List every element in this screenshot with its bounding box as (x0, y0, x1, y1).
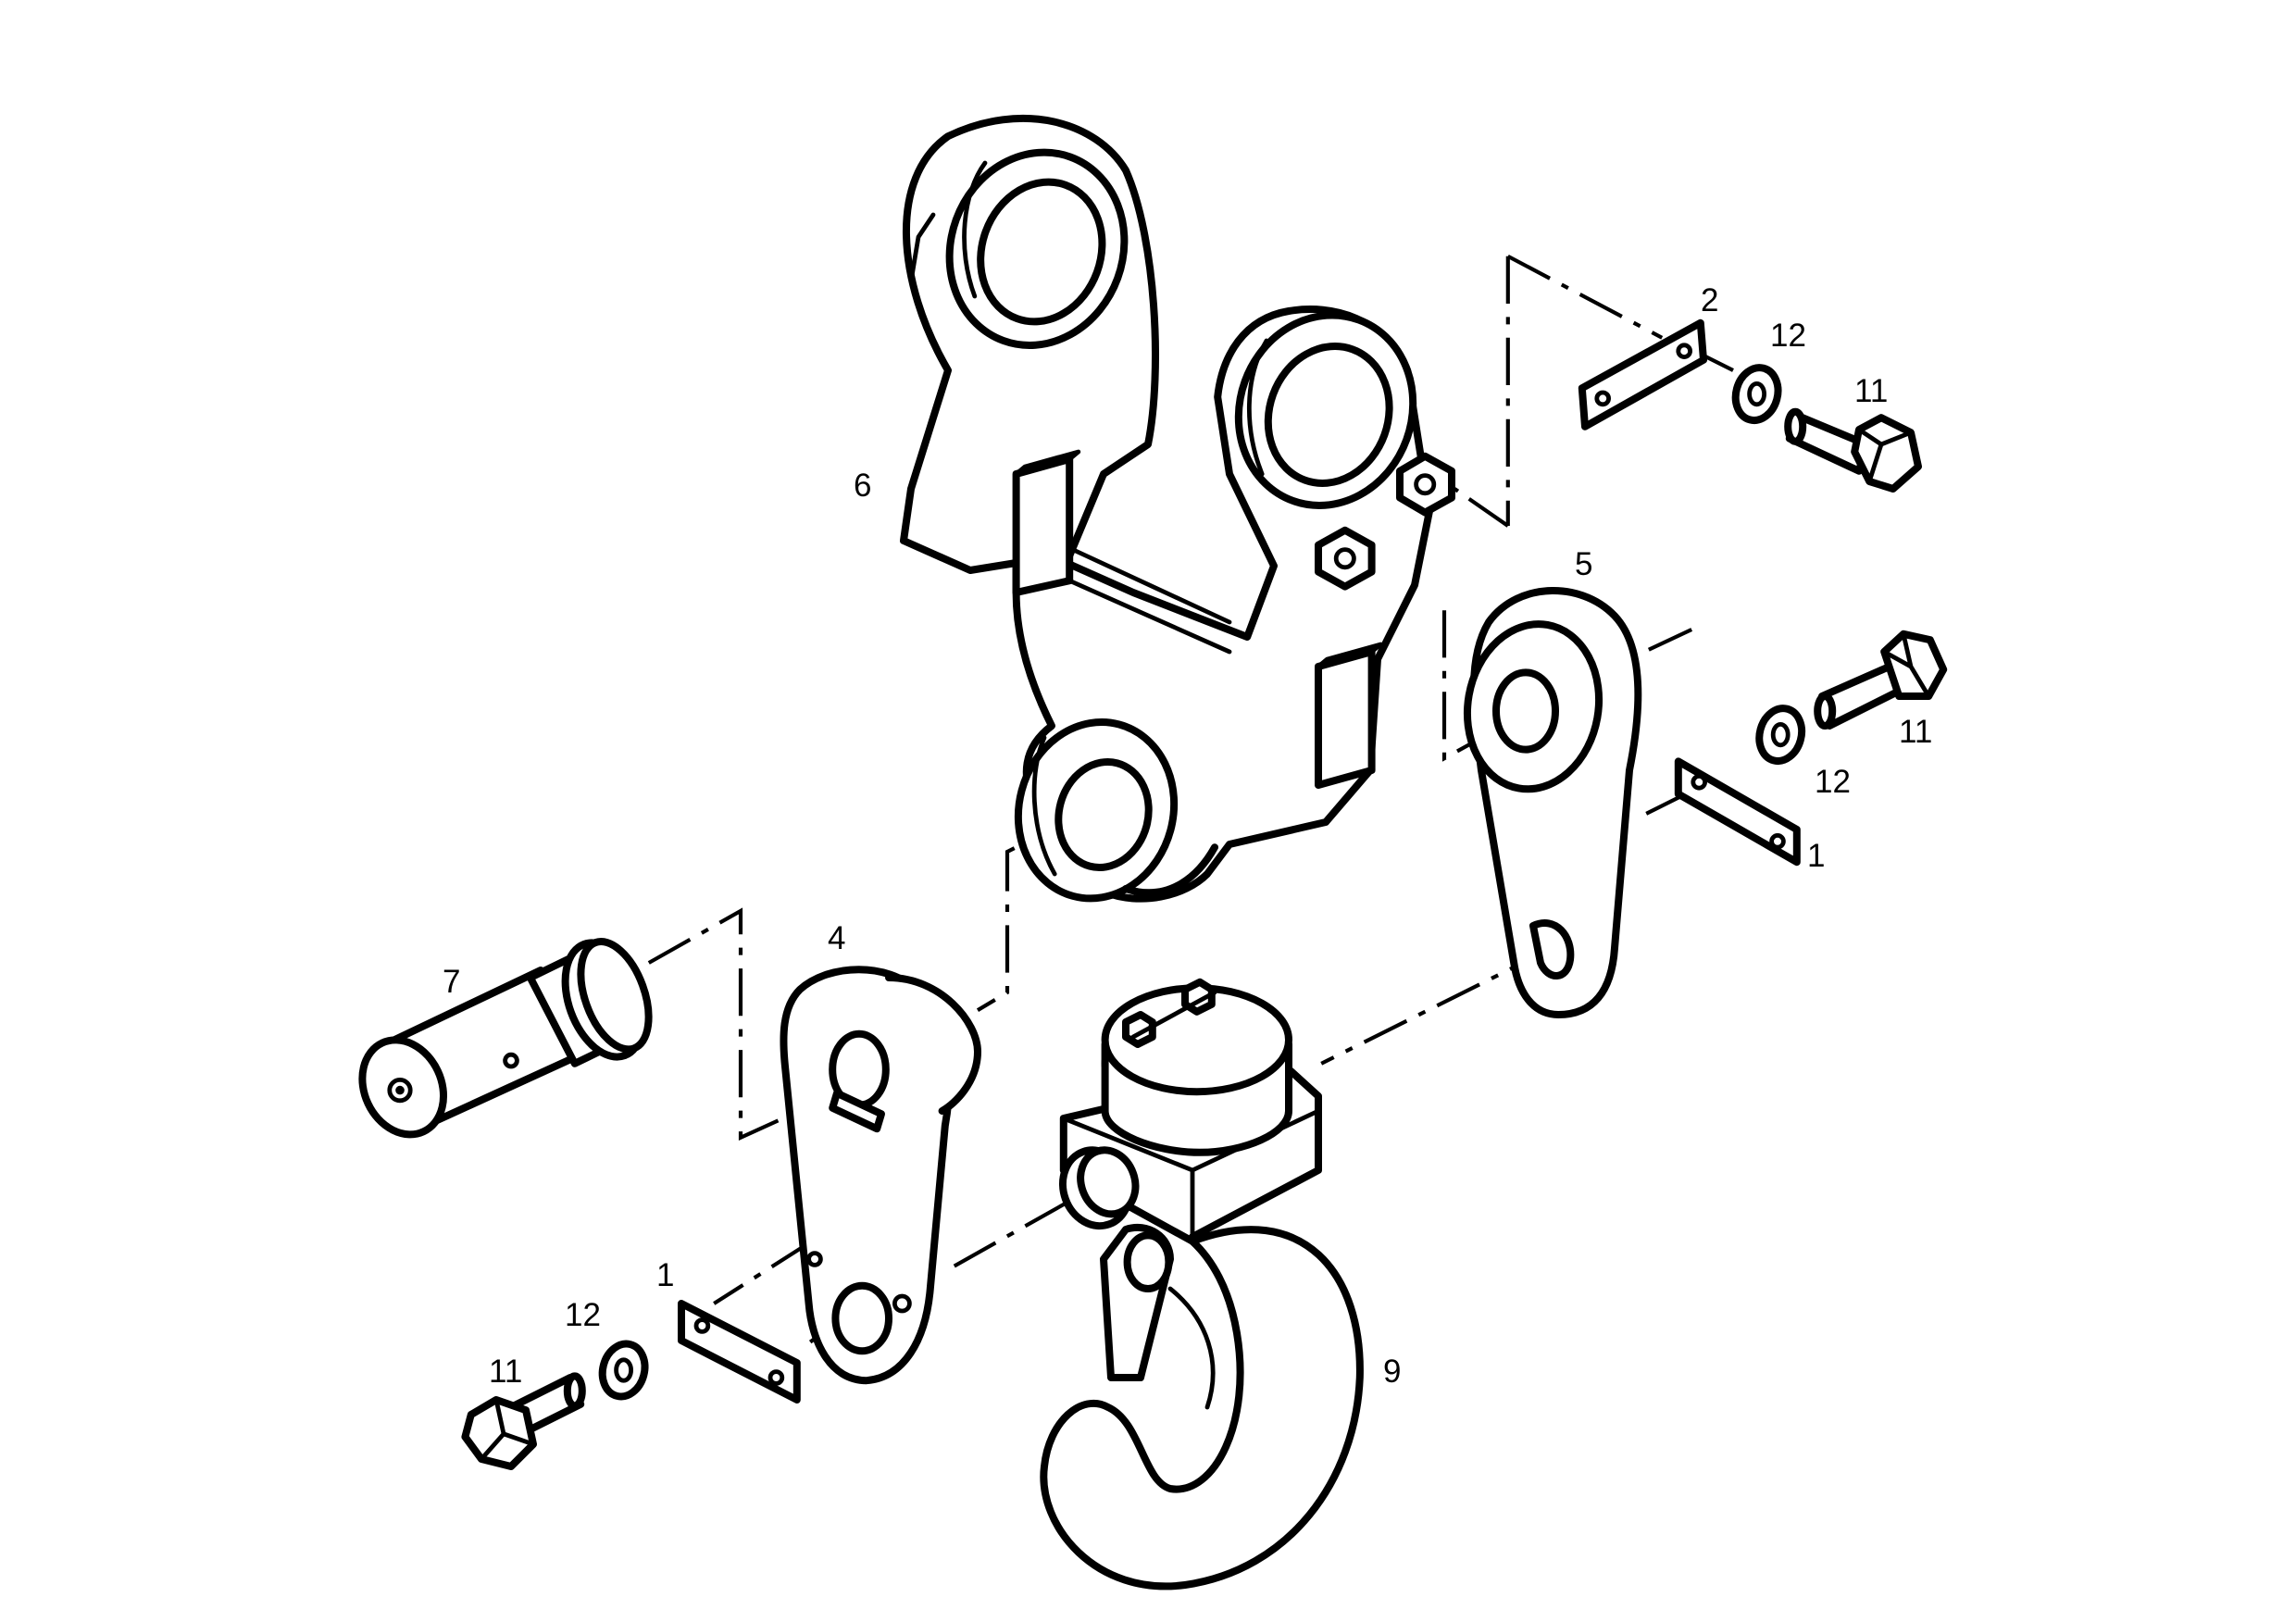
locking-plates (678, 318, 1801, 1404)
callout-part-1-left: 1 (656, 1257, 675, 1293)
callout-part-11-bottom: 11 (489, 1354, 523, 1390)
callout-part-9: 9 (1383, 1354, 1402, 1390)
callout-part-6: 6 (854, 468, 872, 504)
callout-part-12-top: 12 (1770, 318, 1806, 354)
callout-part-12-middle: 12 (1815, 764, 1851, 800)
load-hook (1040, 978, 1364, 1591)
yoke-frame (900, 115, 1455, 903)
callout-part-1-right: 1 (1807, 838, 1826, 874)
side-plate-left (780, 966, 981, 1385)
callout-part-7: 7 (443, 964, 461, 1000)
callout-part-11-top: 11 (1854, 373, 1889, 409)
callout-part-5: 5 (1575, 546, 1593, 582)
side-plate-right (1463, 587, 1642, 1018)
callout-part-4: 4 (828, 920, 846, 956)
axle-pin (358, 938, 653, 1139)
hex-bolts (461, 407, 1948, 1470)
washers (598, 364, 1806, 1401)
callout-part-2: 2 (1701, 282, 1719, 318)
callout-part-12-bottom: 12 (565, 1297, 601, 1333)
callout-part-11-middle: 11 (1899, 714, 1933, 750)
